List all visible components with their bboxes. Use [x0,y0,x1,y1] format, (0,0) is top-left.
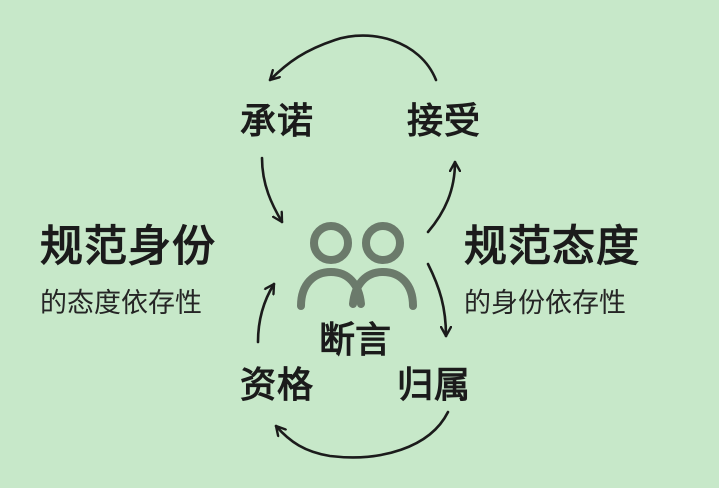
left-panel-title: 规范身份 [40,222,216,272]
people-icon [297,222,417,310]
right-panel-title: 规范态度 [464,222,640,272]
node-commitment: 承诺 [240,101,315,142]
node-acceptance: 接受 [407,101,482,142]
arrow-belong-to-qualify [274,410,450,459]
arrow-center-to-belong [426,262,446,338]
right-panel-subtitle: 的身份依存性 [464,288,626,319]
left-panel-subtitle: 的态度依存性 [40,288,202,319]
arrow-accept-to-commit [268,34,438,82]
node-assertion: 断言 [319,320,392,361]
node-belonging: 归属 [397,365,472,406]
arrow-qualify-to-center [256,282,276,344]
node-qualification: 资格 [240,365,315,406]
arrow-commit-to-center [260,156,284,224]
arrow-center-to-accept [426,160,455,234]
